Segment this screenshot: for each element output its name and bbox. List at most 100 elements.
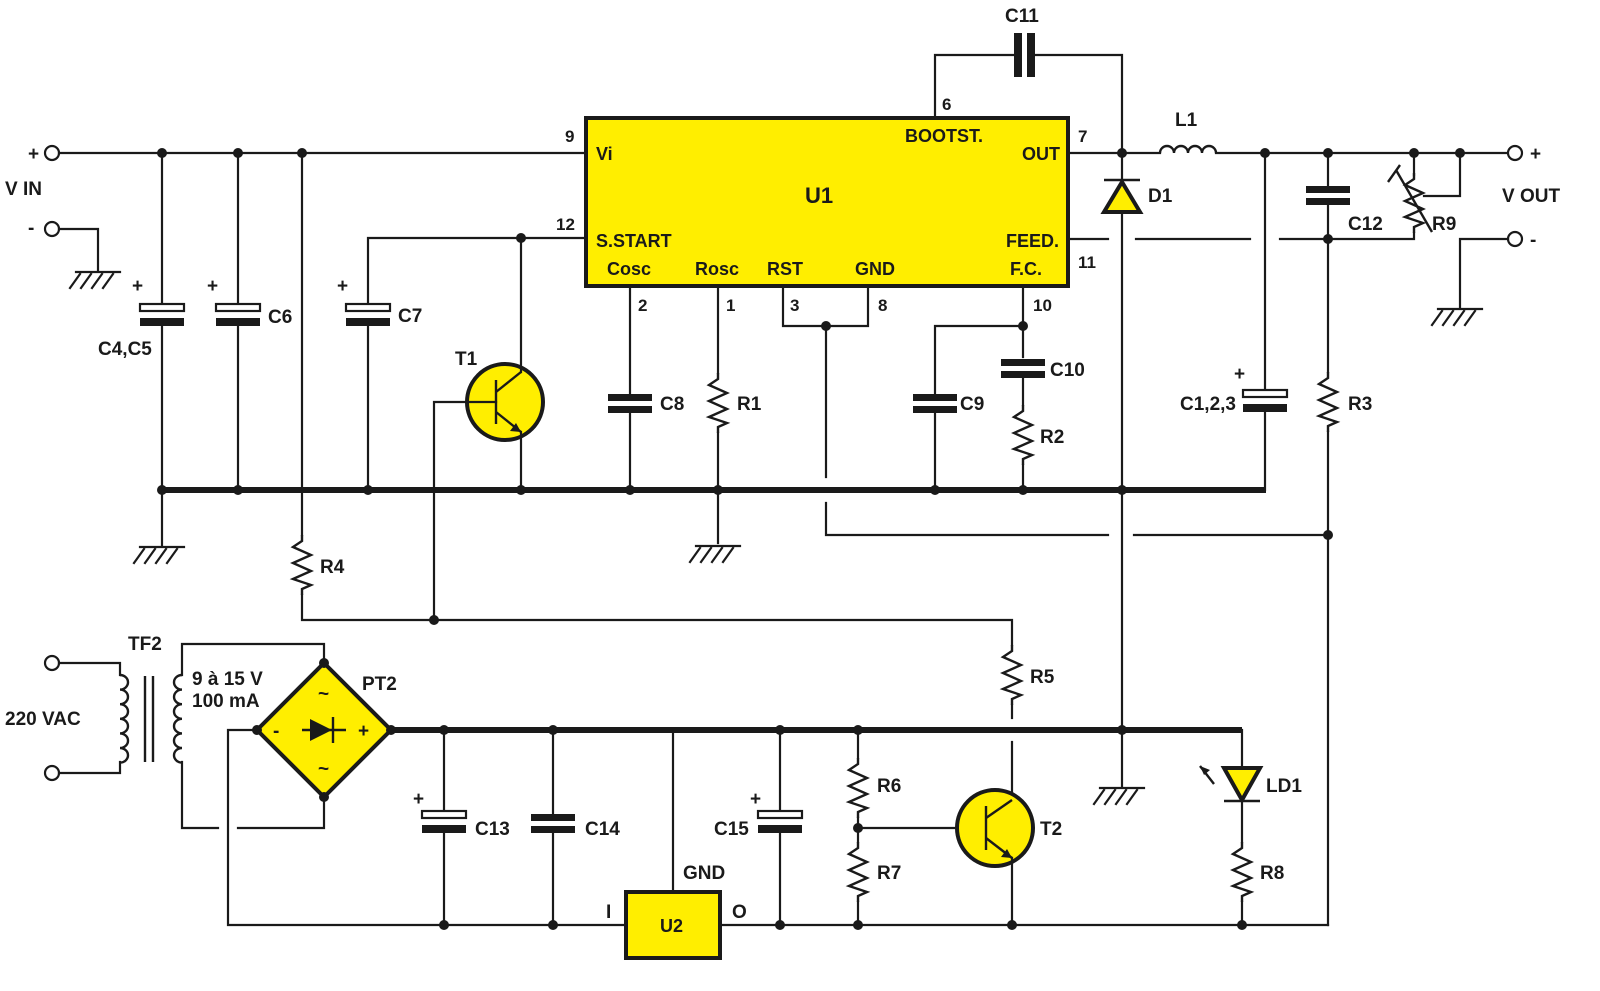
c12-label: C12 — [1348, 214, 1383, 235]
capacitor-c12: C12 — [1306, 151, 1383, 374]
vin-minus-terminal[interactable] — [43, 220, 61, 238]
chip-u1-body — [584, 116, 1070, 288]
r4-label: R4 — [320, 557, 345, 578]
ground-icon — [1430, 307, 1484, 327]
pin-number-8: 8 — [878, 296, 887, 315]
resistor-r1: R1 — [707, 284, 762, 545]
capacitor-c10: C10 — [1001, 359, 1085, 407]
led-ld1: LD1 — [1199, 728, 1302, 805]
vin-plus-sign: + — [28, 144, 39, 165]
r3-label: R3 — [1348, 394, 1372, 415]
ld1-label: LD1 — [1266, 776, 1302, 797]
pin-label-gnd: GND — [855, 259, 895, 279]
pin-number-12: 12 — [556, 215, 575, 234]
c4c5-plus: + — [132, 276, 143, 297]
resistor-r7: R7 — [847, 840, 901, 930]
vout-minus-terminal[interactable] — [1506, 230, 1524, 248]
c8-label: C8 — [660, 394, 684, 415]
r9-label: R9 — [1432, 214, 1456, 235]
diode-d1: D1 — [1100, 151, 1173, 730]
r8-label: R8 — [1260, 863, 1284, 884]
transformer-tf2: TF2 9 à 15 V 100 mA — [119, 634, 263, 764]
pin-number-3: 3 — [790, 296, 799, 315]
pin-number-1: 1 — [726, 296, 735, 315]
ac-terminal-bottom[interactable] — [43, 764, 61, 782]
c13-label: C13 — [475, 819, 510, 840]
trimmer-r9: R9 — [1326, 151, 1462, 241]
capacitor-c14: C14 — [531, 728, 620, 930]
ground-icon — [132, 545, 186, 565]
c9-label: C9 — [960, 394, 984, 415]
capacitor-c11: C11 — [933, 6, 1124, 155]
vout-plus-sign: + — [1530, 144, 1541, 165]
c6-label: C6 — [268, 307, 292, 328]
l1-label: L1 — [1175, 110, 1198, 131]
capacitor-c13: + C13 — [413, 728, 510, 930]
c11-label: C11 — [1005, 6, 1039, 27]
c123-plus: + — [1234, 364, 1245, 385]
r2-label: R2 — [1040, 427, 1064, 448]
pin-label-fc: F.C. — [1010, 259, 1042, 279]
vout-plus-terminal[interactable] — [1506, 144, 1524, 162]
r7-label: R7 — [877, 863, 901, 884]
t2-label: T2 — [1040, 819, 1062, 840]
pin-number-7: 7 — [1078, 127, 1087, 146]
pin-number-10: 10 — [1033, 296, 1052, 315]
vin-label: V IN — [5, 179, 42, 200]
vin-plus-terminal[interactable] — [43, 144, 61, 162]
vout-label: V OUT — [1502, 186, 1560, 207]
u2-gnd-label: GND — [683, 863, 725, 884]
c123-label: C1,2,3 — [1180, 394, 1236, 415]
output-terminals: + V OUT - — [1430, 144, 1560, 327]
transistor-t2: T2 — [955, 788, 1062, 930]
c4c5-label: C4,C5 — [98, 339, 152, 360]
c7-label: C7 — [398, 306, 422, 327]
chip-u1: U1 Vi BOOTST. OUT S.START FEED. F.C. Cos… — [584, 116, 1070, 288]
resistor-r2: R2 — [1012, 403, 1064, 492]
ac-input: 220 VAC — [5, 654, 122, 782]
c10-label: C10 — [1050, 360, 1085, 381]
d1-label: D1 — [1148, 186, 1173, 207]
u2-out-label: O — [732, 902, 747, 923]
pt2-label: PT2 — [362, 674, 397, 695]
pt2-minus: - — [273, 721, 279, 742]
capacitor-c8: C8 — [608, 284, 684, 492]
pin-label-vi: Vi — [596, 144, 613, 164]
pin-label-rosc: Rosc — [695, 259, 739, 279]
secondary-voltage-label: 9 à 15 V — [192, 669, 263, 690]
r1-label: R1 — [737, 394, 762, 415]
vin-minus-sign: - — [28, 218, 34, 239]
capacitor-c9: C9 — [913, 394, 984, 492]
pin-number-2: 2 — [638, 296, 647, 315]
capacitor-c4-c5: + C4,C5 — [98, 151, 186, 492]
pin-number-9: 9 — [565, 127, 574, 146]
ac-label: 220 VAC — [5, 709, 81, 730]
pin-label-sstart: S.START — [596, 231, 672, 251]
chip-u1-label: U1 — [805, 183, 833, 208]
capacitor-c7: + C7 — [337, 276, 422, 492]
pt2-ac-top: ~ — [318, 684, 329, 705]
resistor-r6: R6 — [847, 728, 901, 844]
r5-label: R5 — [1030, 667, 1055, 688]
ground-icon — [1092, 786, 1146, 806]
regulator-u2: U2 GND I O — [606, 728, 747, 960]
transistor-t1: T1 — [432, 236, 545, 622]
resistor-r8: R8 — [1231, 799, 1284, 930]
ac-terminal-top[interactable] — [43, 654, 61, 672]
pin-number-11: 11 — [1078, 253, 1096, 272]
pin-label-bootst: BOOTST. — [905, 126, 983, 146]
t1-label: T1 — [455, 349, 478, 370]
resistor-r3: R3 — [1317, 370, 1372, 927]
c13-plus: + — [413, 789, 424, 810]
r6-label: R6 — [877, 776, 901, 797]
c6-plus: + — [207, 276, 218, 297]
inductor-l1: L1 — [1158, 110, 1218, 154]
capacitor-c15: + C15 — [714, 728, 804, 930]
resistor-r5: R5 — [1001, 643, 1055, 802]
bridge-rectifier-pt2: ~ ~ - + PT2 — [252, 658, 397, 802]
u2-label: U2 — [660, 916, 683, 936]
c7-plus: + — [337, 276, 348, 297]
pt2-plus: + — [358, 721, 369, 742]
c15-plus: + — [750, 789, 761, 810]
